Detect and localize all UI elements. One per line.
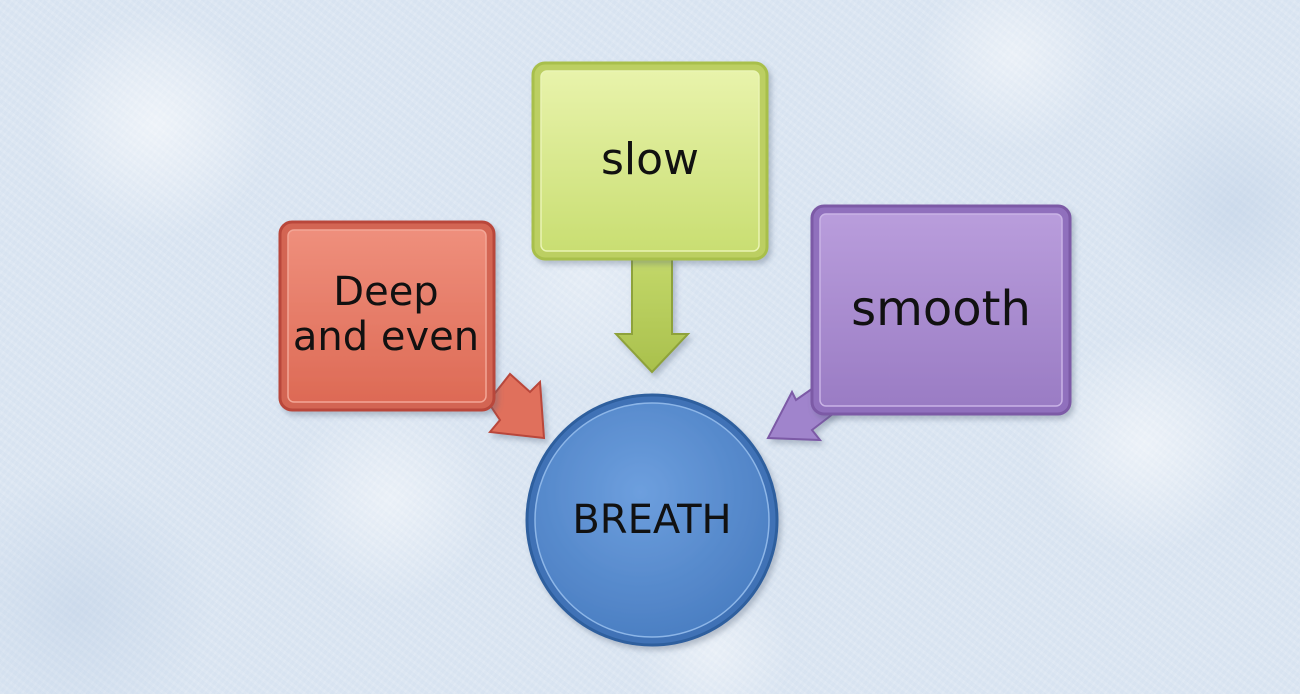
arrow-deep-to-breath xyxy=(486,372,546,440)
node-smooth xyxy=(810,204,1072,416)
arrow-slow-to-breath xyxy=(613,257,691,374)
node-breath xyxy=(525,393,779,647)
node-slow xyxy=(531,61,769,261)
node-deep-and-even xyxy=(278,220,496,412)
